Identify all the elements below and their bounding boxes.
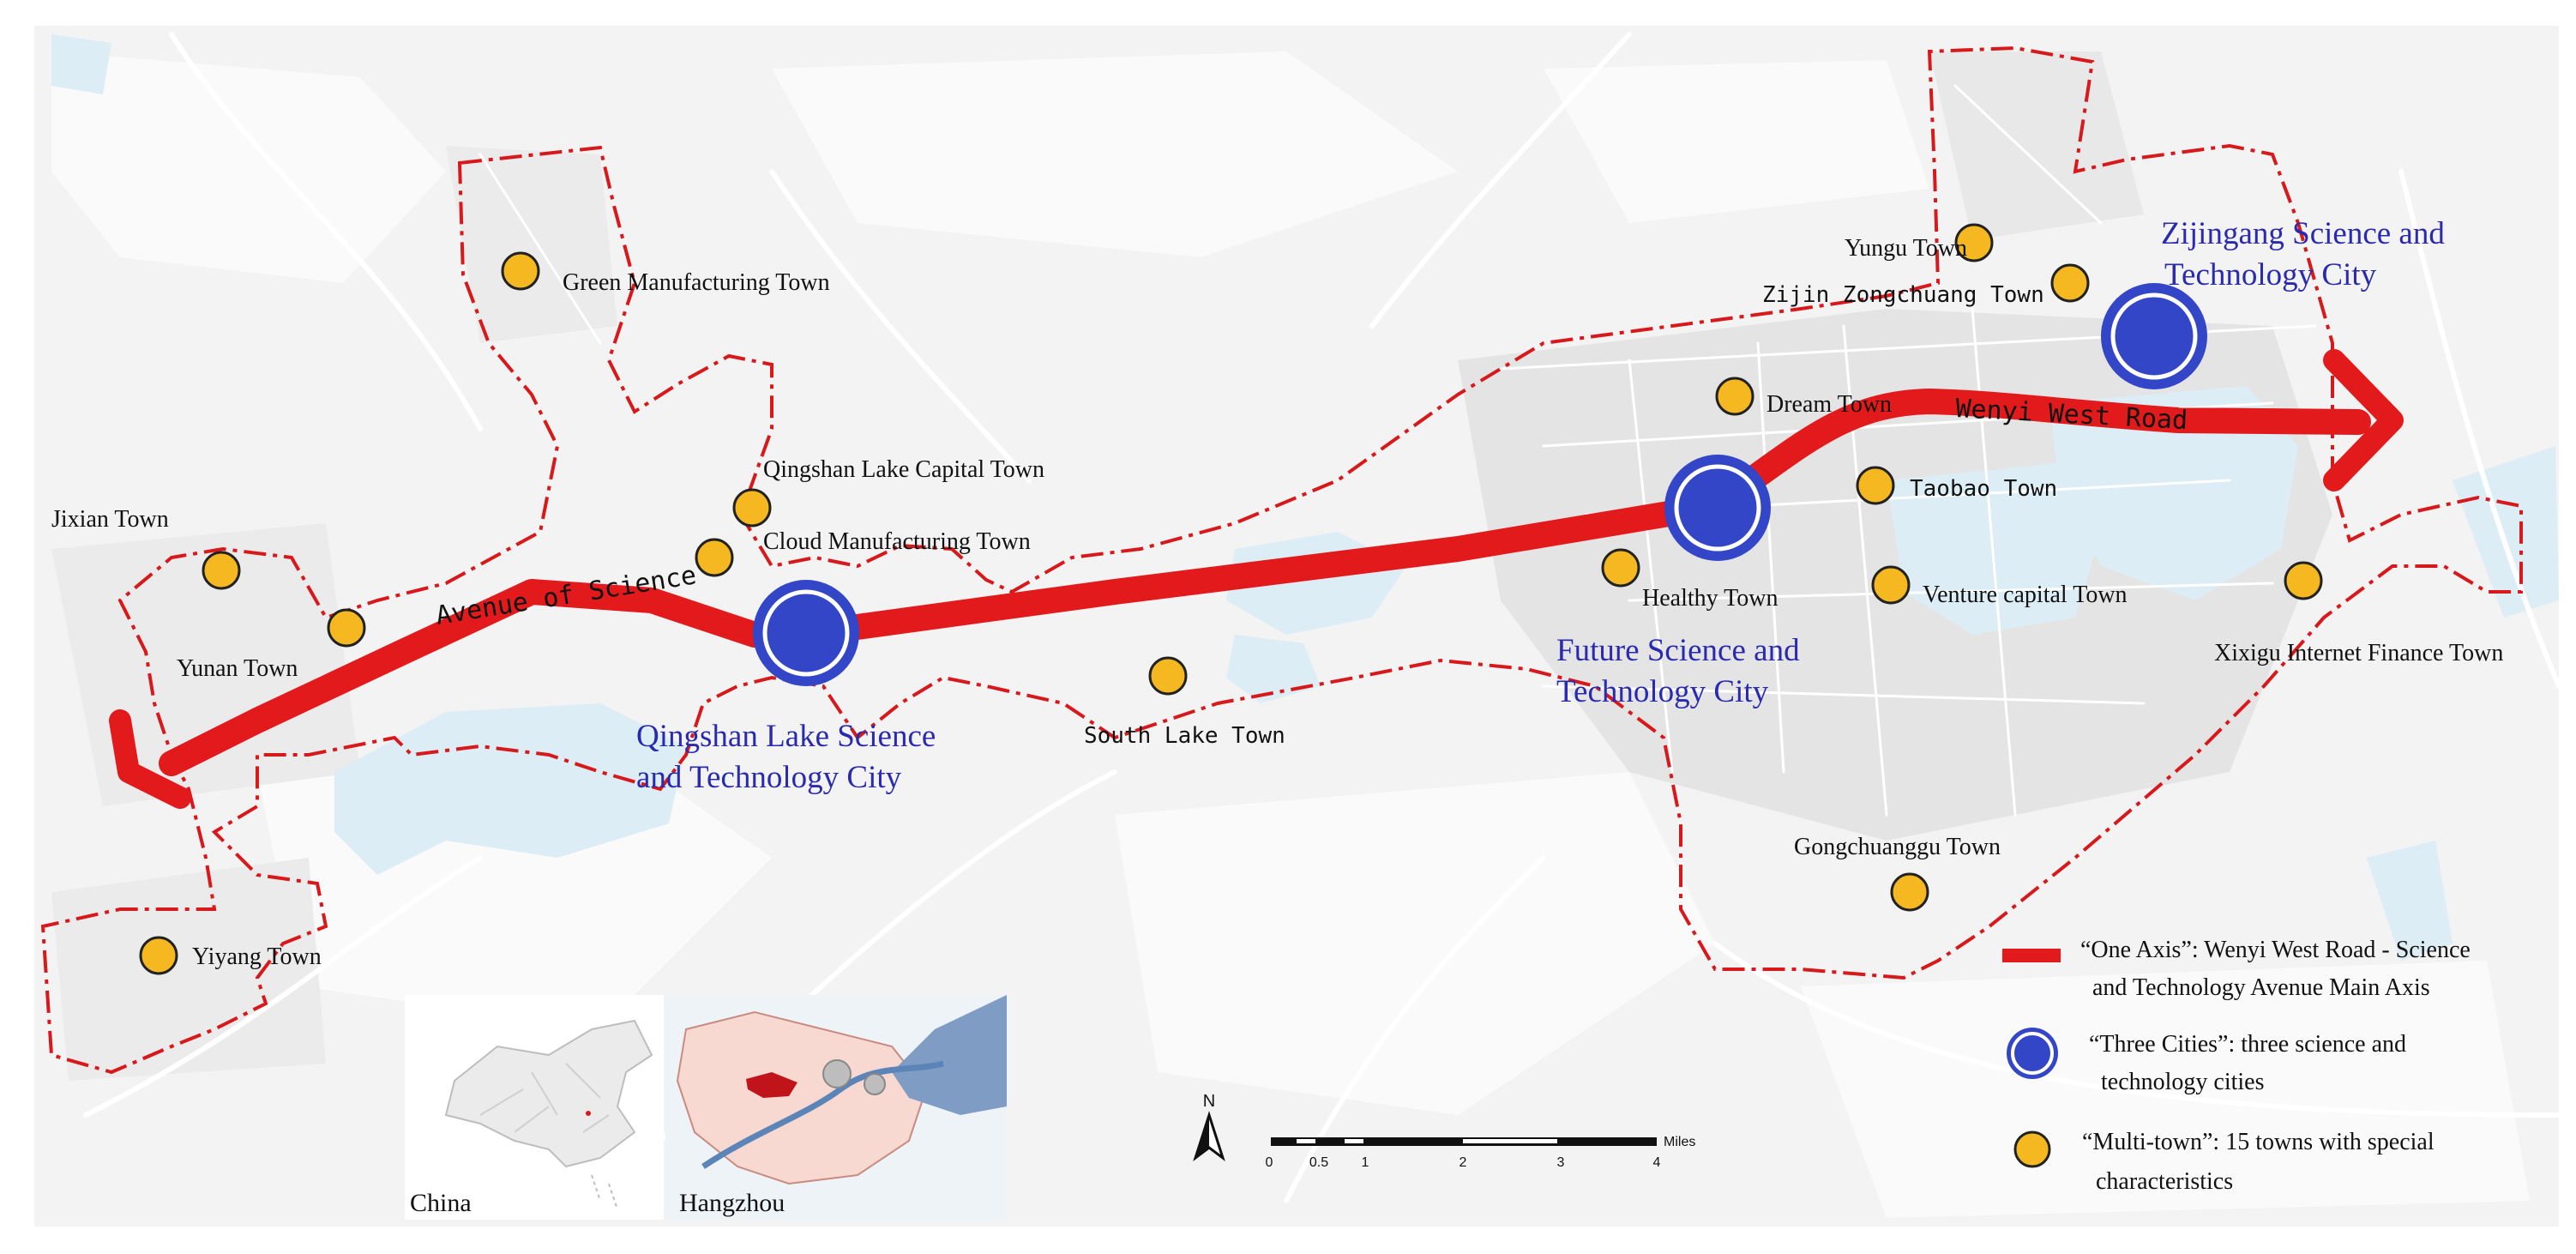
town-marker-cloud [695,538,734,577]
town-marker-healthy [1601,548,1640,588]
town-markers [139,223,2323,975]
city-marker-zijingang [2101,283,2207,389]
town-label-gongchuanggu: Gongchuanggu Town [1794,834,2001,860]
town-labels: Green Manufacturing Town Qingshan Lake C… [51,235,2503,970]
city-label-zijingang-2: Technology City [2164,257,2377,292]
china-outline [444,1019,653,1168]
qiantang-river [701,1060,944,1169]
north-label: N [1203,1092,1215,1111]
scale-tick-1: 1 [1362,1155,1369,1170]
city-marker-qingshan [753,580,859,686]
town-marker-dream [1715,377,1754,416]
town-marker-southlake [1148,656,1188,696]
town-label-taobao: Taobao Town [1910,476,2057,502]
city-label-qingshan-1: Qingshan Lake Science [636,719,936,754]
town-marker-green [501,251,540,291]
axis-arrow-west [109,709,191,809]
scale-tick-0: 0 [1266,1155,1273,1170]
town-label-dream: Dream Town [1766,391,1892,418]
city-label-zijingang-1: Zijingang Science and [2161,216,2445,251]
town-label-green: Green Manufacturing Town [563,269,830,296]
town-label-southlake: South Lake Town [1084,723,1285,749]
hangzhou-bay [892,995,1007,1115]
town-label-qscapital: Qingshan Lake Capital Town [763,456,1044,483]
inset-china-label: China [410,1189,472,1217]
town-label-cloud: Cloud Manufacturing Town [763,528,1031,555]
legend-towns-line2: characteristics [2096,1168,2233,1195]
legend-cities-line2: technology cities [2101,1069,2265,1095]
scale-tick-4: 4 [1653,1155,1661,1170]
town-marker-taobao [1856,466,1895,505]
town-marker-yiyang [139,936,178,975]
town-marker-jixian [202,551,241,590]
town-marker-gongchuanggu [1890,872,1929,912]
town-marker-zijinzc [2050,263,2090,303]
scale-unit: Miles [1664,1135,1695,1149]
town-label-healthy: Healthy Town [1642,585,1779,612]
town-label-yunan: Yunan Town [177,655,298,682]
inset-hangzhou-label: Hangzhou [679,1189,785,1217]
scale-tick-2: 2 [1460,1155,1467,1170]
town-label-yiyang: Yiyang Town [192,944,322,970]
north-arrow: N [1193,1092,1225,1162]
town-label-yungu: Yungu Town [1845,235,1967,262]
city-label-qingshan-2: and Technology City [636,760,902,795]
town-marker-xixigu [2284,561,2323,600]
scale-bar: 0 0.5 1 2 3 4 Miles [1266,1135,1696,1170]
town-marker-venture [1871,565,1911,605]
scale-tick-05: 0.5 [1309,1155,1328,1170]
legend-axis-line2: and Technology Avenue Main Axis [2092,974,2430,1001]
study-area [746,1072,797,1098]
town-label-zijinzc: Zijin Zongchuang Town [1762,282,2044,308]
streams [83,32,2561,1203]
city-label-future-1: Future Science and [1556,633,1800,668]
axis-arrow-east [2323,349,2404,491]
legend-axis-swatch [2002,949,2061,962]
main-axis [109,349,2404,809]
town-marker-qscapital [732,488,772,528]
legend-cities-line1: “Three Cities”: three science and [2089,1031,2406,1058]
city-label-future-2: Technology City [1556,674,1769,709]
town-label-xixigu: Xixigu Internet Finance Town [2214,640,2503,666]
town-marker-yungu [1954,223,1994,262]
town-label-jixian: Jixian Town [51,506,169,533]
town-marker-yunan [327,608,366,648]
city-labels: Qingshan Lake Science and Technology Cit… [636,216,2445,795]
city-marker-future [1664,455,1771,561]
town-label-venture: Venture capital Town [1923,582,2128,608]
hangzhou-district [676,1010,928,1185]
legend-town-swatch [2013,1130,2051,1168]
legend-city-swatch [2007,1028,2058,1079]
scale-tick-3: 3 [1557,1155,1565,1170]
inset-hangzhou: Hangzhou [665,995,1007,1220]
legend-axis-line1: “One Axis”: Wenyi West Road - Science [2080,937,2471,963]
legend: “One Axis”: Wenyi West Road - Science an… [2002,937,2471,1195]
planning-boundary [40,45,2523,1075]
legend-towns-line1: “Multi-town”: 15 towns with special [2082,1129,2435,1155]
inset-china: China [405,995,664,1220]
